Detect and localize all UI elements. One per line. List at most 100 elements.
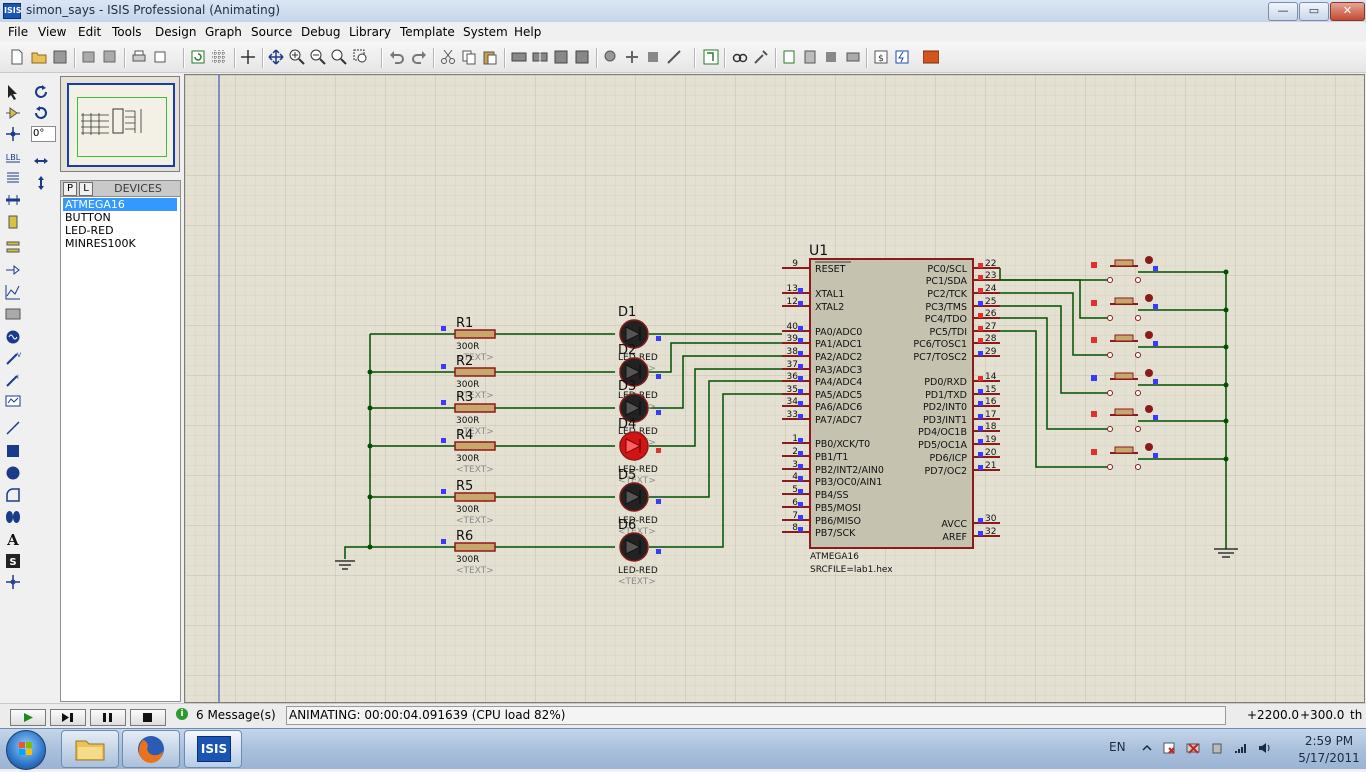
device-pins-mode-icon[interactable] (5, 262, 21, 278)
zoom-in-icon[interactable] (289, 49, 305, 65)
search-tag-icon[interactable] (732, 49, 748, 65)
device-list[interactable]: ATMEGA16 BUTTON LED-RED MINRES100K (60, 196, 181, 702)
marker-mode-icon[interactable] (5, 574, 21, 590)
menu-template[interactable]: Template (400, 25, 455, 39)
action-center-icon[interactable] (1162, 741, 1176, 755)
u1-body[interactable] (809, 258, 974, 549)
menu-design[interactable]: Design (155, 25, 197, 39)
export-section-icon[interactable] (101, 49, 117, 65)
block-delete-icon[interactable] (574, 49, 590, 65)
signal-strength-icon[interactable] (1234, 741, 1248, 755)
message-info-icon[interactable]: i (176, 708, 188, 720)
menu-help[interactable]: Help (514, 25, 542, 39)
menu-system[interactable]: System (463, 25, 508, 39)
virtual-instruments-mode-icon[interactable] (5, 394, 21, 410)
current-probe-mode-icon[interactable]: I (5, 372, 21, 388)
goto-sheet-icon[interactable] (845, 49, 861, 65)
graph-mode-icon[interactable] (5, 284, 21, 300)
paste-icon[interactable] (482, 49, 498, 65)
coordinate-unit[interactable]: th (1350, 708, 1363, 722)
exit-to-parent-icon[interactable] (823, 49, 839, 65)
menu-tools[interactable]: Tools (112, 25, 142, 39)
closed-path-mode-icon[interactable] (5, 509, 21, 525)
cut-icon[interactable] (440, 49, 456, 65)
zoom-out-icon[interactable] (310, 49, 326, 65)
pan-icon[interactable] (268, 49, 284, 65)
bill-of-materials-icon[interactable]: $ (873, 49, 889, 65)
undo-icon[interactable] (389, 49, 405, 65)
mirror-vertical-icon[interactable] (33, 175, 49, 191)
selection-mode-icon[interactable] (5, 84, 21, 100)
rotate-clockwise-icon[interactable] (33, 84, 49, 100)
menu-graph[interactable]: Graph (205, 25, 242, 39)
pick-device-button[interactable]: P (63, 182, 77, 196)
tape-recorder-mode-icon[interactable] (5, 306, 21, 322)
overview-view-rect[interactable] (77, 97, 167, 157)
grid-icon[interactable] (211, 49, 227, 65)
library-manager-button[interactable]: L (79, 182, 93, 196)
box-mode-icon[interactable] (5, 443, 21, 459)
menu-view[interactable]: View (38, 25, 67, 39)
close-button[interactable]: ✕ (1330, 2, 1365, 21)
rotation-angle-field[interactable]: 0° (31, 126, 56, 142)
menu-debug[interactable]: Debug (301, 25, 341, 39)
print-icon[interactable] (131, 49, 147, 65)
copy-icon[interactable] (461, 49, 477, 65)
decompose-icon[interactable] (666, 49, 682, 65)
taskbar-explorer[interactable] (61, 730, 119, 768)
taskbar-firefox[interactable] (122, 730, 180, 768)
device-item-minres100k[interactable]: MINRES100K (65, 237, 136, 250)
redo-icon[interactable] (411, 49, 427, 65)
minimize-button[interactable]: — (1268, 2, 1298, 21)
rotate-anticlockwise-icon[interactable] (33, 105, 49, 121)
play-button[interactable] (10, 709, 46, 726)
make-device-icon[interactable] (624, 49, 640, 65)
arc-mode-icon[interactable] (5, 487, 21, 503)
new-sheet-icon[interactable] (781, 49, 797, 65)
usb-device-icon[interactable] (1210, 741, 1224, 755)
text-mode-icon[interactable]: A (5, 531, 21, 547)
clock-time[interactable]: 2:59 PM (1304, 734, 1354, 748)
redraw-icon[interactable] (190, 49, 206, 65)
volume-icon[interactable] (1258, 741, 1272, 755)
subcircuit-mode-icon[interactable] (5, 214, 21, 230)
device-item-button[interactable]: BUTTON (65, 211, 111, 224)
circle-mode-icon[interactable] (5, 465, 21, 481)
start-button[interactable] (6, 730, 46, 770)
menu-library[interactable]: Library (349, 25, 391, 39)
block-rotate-icon[interactable] (553, 49, 569, 65)
clock-date[interactable]: 5/17/2011 (1298, 751, 1360, 765)
pick-device-icon[interactable] (603, 49, 619, 65)
overview-window[interactable] (60, 76, 180, 172)
message-count[interactable]: 6 Message(s) (196, 708, 276, 722)
mirror-horizontal-icon[interactable] (33, 153, 49, 169)
line-mode-icon[interactable] (5, 420, 21, 436)
block-move-icon[interactable] (532, 49, 548, 65)
terminals-mode-icon[interactable] (5, 239, 21, 255)
wire-autorouter-icon[interactable] (703, 49, 719, 65)
wire-label-mode-icon[interactable]: LBL (5, 149, 21, 165)
bus-mode-icon[interactable] (5, 192, 21, 208)
device-item-led-red[interactable]: LED-RED (65, 224, 114, 237)
component-mode-icon[interactable] (5, 105, 21, 121)
device-item-atmega16[interactable]: ATMEGA16 (63, 198, 177, 211)
new-file-icon[interactable] (9, 49, 25, 65)
symbol-mode-icon[interactable]: S (5, 553, 21, 569)
stop-button[interactable] (130, 709, 166, 726)
save-icon[interactable] (52, 49, 68, 65)
junction-dot-mode-icon[interactable] (5, 126, 21, 142)
block-copy-icon[interactable] (511, 49, 527, 65)
pause-button[interactable] (90, 709, 126, 726)
import-section-icon[interactable] (81, 49, 97, 65)
voltage-probe-mode-icon[interactable]: V (5, 350, 21, 366)
taskbar-isis[interactable]: ISIS (184, 730, 242, 768)
print-area-icon[interactable] (152, 49, 168, 65)
isis-app-icon[interactable]: ISIS (3, 3, 21, 19)
step-button[interactable] (50, 709, 86, 726)
zoom-all-icon[interactable] (331, 49, 347, 65)
generator-mode-icon[interactable] (5, 329, 21, 345)
remove-sheet-icon[interactable] (802, 49, 818, 65)
show-hidden-icons-icon[interactable] (1140, 741, 1154, 755)
